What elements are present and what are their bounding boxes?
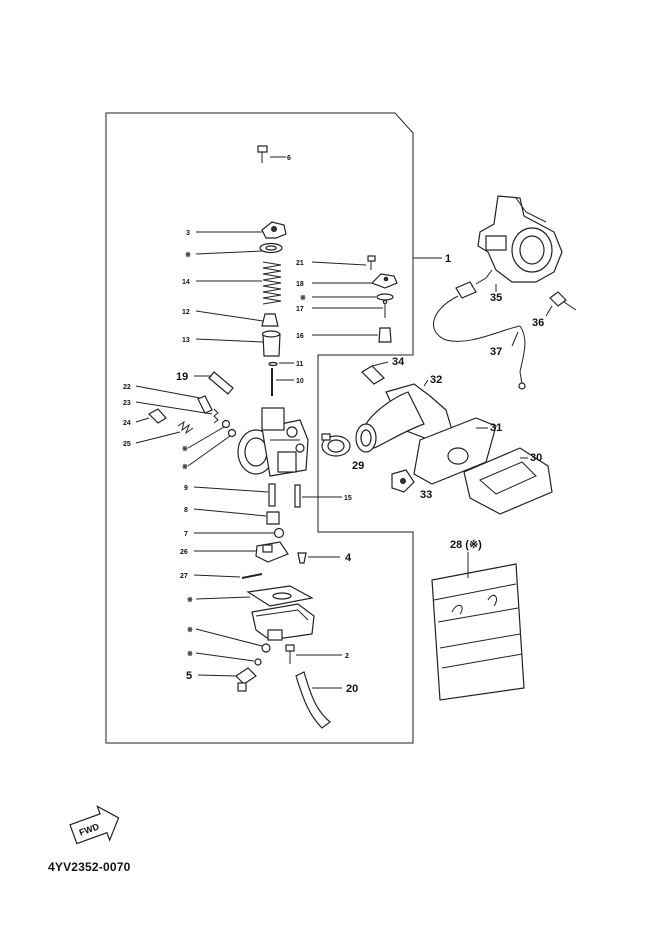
callout-star: ※ [187, 596, 193, 604]
callout-21: 21 [296, 260, 304, 267]
callout-5: 5 [186, 670, 192, 682]
part-cap-3 [196, 221, 287, 239]
callout-4: 4 [345, 552, 352, 564]
callout-15: 15 [344, 495, 352, 502]
part-hose-19 [194, 371, 234, 395]
callout-3: 3 [186, 230, 190, 237]
part-gasket-star5 [195, 585, 314, 607]
callout-17: 17 [296, 306, 304, 313]
callout-11: 11 [296, 361, 304, 368]
callout-16: 16 [296, 333, 304, 340]
callout-2: 2 [345, 653, 349, 660]
callout-24: 24 [123, 420, 131, 427]
part-holder-9 [193, 483, 276, 507]
part-cable-37 [433, 269, 526, 390]
part-bolt-34 [361, 361, 389, 385]
part-washer-7 [194, 527, 285, 539]
part-clip-33 [391, 469, 415, 493]
callout-12: 12 [182, 309, 190, 316]
callout-star: ※ [185, 251, 191, 259]
callout-8: 8 [184, 507, 188, 514]
part-screw-24 [135, 408, 167, 424]
part-code: 4YV2352-0070 [48, 860, 131, 874]
callout-star: ※ [187, 650, 193, 658]
callout-18: 18 [296, 281, 304, 288]
part-spring-14 [196, 261, 282, 305]
part-screw-6 [257, 145, 286, 163]
part-carburetor-body [237, 407, 309, 477]
callout-13: 13 [182, 337, 190, 344]
callout-1: 1 [445, 253, 451, 265]
part-drain-screw-5 [197, 667, 257, 692]
part-float-chamber [251, 603, 315, 641]
part-pin-27 [193, 573, 263, 579]
part-needle-17 [312, 299, 388, 318]
part-plate-18 [312, 273, 398, 289]
callout-22: 22 [123, 384, 131, 391]
part-screw-2 [285, 644, 342, 664]
part-hose-20 [295, 671, 342, 729]
part-spring-23 [135, 401, 219, 424]
part-throttle-housing-35 [477, 195, 563, 283]
callout-7: 7 [184, 531, 188, 538]
fwd-arrow-icon: FWD [69, 805, 120, 845]
callout-23: 23 [123, 400, 131, 407]
callout-19: 19 [176, 371, 188, 383]
part-reed-31 [413, 417, 497, 485]
part-washer-star7 [195, 652, 262, 666]
callout-37: 37 [490, 346, 502, 358]
part-jet-15 [294, 484, 342, 508]
part-bolt-36 [545, 291, 577, 317]
assembly-frame [105, 112, 414, 744]
callout-27: 27 [180, 573, 188, 580]
part-screw-22 [135, 385, 213, 414]
part-float-26 [194, 541, 289, 563]
part-boot-16 [312, 327, 392, 343]
part-gasket-star6 [195, 628, 271, 653]
callout-6: 6 [287, 155, 291, 162]
callout-34: 34 [392, 356, 405, 368]
callout-labels: 6 3 ※ 14 12 13 21 18 ※ 17 16 1 11 10 19 … [123, 155, 544, 695]
part-washer-star3 [187, 419, 231, 449]
part-washer-star1 [195, 242, 283, 255]
part-washer-star4 [187, 428, 237, 467]
part-spring-25 [135, 420, 194, 444]
callout-9: 9 [184, 485, 188, 492]
callout-32: 32 [430, 374, 442, 386]
callout-star: ※ [300, 294, 306, 302]
callout-25: 25 [123, 441, 131, 448]
callout-14: 14 [182, 279, 190, 286]
callout-10: 10 [296, 378, 304, 385]
part-clip-21 [311, 255, 376, 270]
part-oring-star2 [312, 293, 394, 301]
callout-33: 33 [420, 489, 432, 501]
callout-30: 30 [530, 452, 542, 464]
part-clip-11 [268, 361, 294, 367]
callout-star: ※ [182, 463, 188, 471]
part-clamp-29 [321, 433, 351, 457]
callout-36: 36 [532, 317, 544, 329]
part-retainer-12 [195, 310, 279, 327]
part-jet-needle-10 [271, 368, 294, 396]
part-gasket-kit-28 [431, 552, 525, 701]
callout-20: 20 [346, 683, 358, 695]
part-jet-8 [193, 508, 280, 525]
callout-28: 28 (※) [450, 539, 482, 551]
callout-star: ※ [187, 626, 193, 634]
callout-29: 29 [352, 460, 364, 472]
part-reed-plate-30 [463, 447, 553, 515]
part-manifold-32 [355, 379, 453, 453]
callout-26: 26 [180, 549, 188, 556]
callout-31: 31 [490, 422, 502, 434]
callout-35: 35 [490, 292, 502, 304]
callout-star: ※ [182, 445, 188, 453]
part-needle-4 [297, 552, 340, 564]
part-throttle-valve-13 [195, 330, 281, 357]
